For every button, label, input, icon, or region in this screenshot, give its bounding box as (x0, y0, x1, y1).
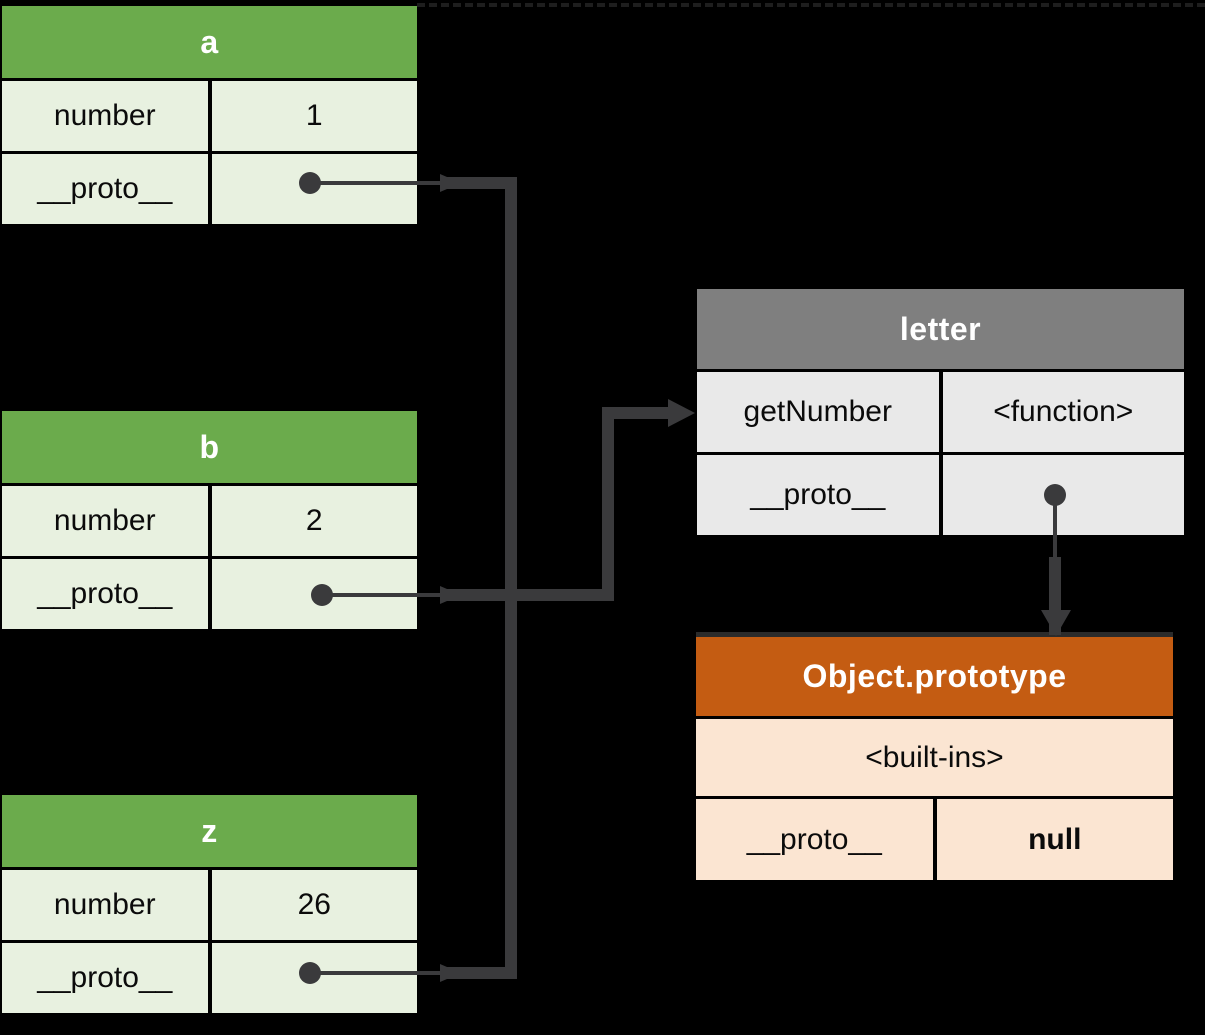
table-z-title: z (2, 795, 417, 867)
arrow-b-proto-line (322, 593, 442, 597)
arrow-to-objproto-arrowhead-icon (1041, 610, 1071, 636)
arrow-b-proto-segment (440, 589, 614, 601)
arrow-letter-proto-line (1053, 495, 1057, 560)
arrow-to-letter-vertical-segment (602, 407, 614, 601)
object-table-letter: letter getNumber <function> __proto__ (697, 289, 1184, 535)
table-objproto-title: Object.prototype (696, 637, 1173, 716)
table-a-number-value: 1 (211, 81, 417, 151)
arrow-a-proto-segment (440, 177, 517, 189)
table-b-title: b (2, 411, 417, 483)
table-b-number-value: 2 (211, 486, 417, 556)
table-a-number-key: number (2, 81, 208, 151)
table-z-number-value: 26 (211, 870, 417, 940)
table-b-proto-key: __proto__ (2, 559, 208, 629)
table-letter-getnumber-value: <function> (942, 372, 1184, 452)
table-letter-getnumber-key: getNumber (697, 372, 939, 452)
object-table-a: a number 1 __proto__ (2, 6, 417, 224)
arrow-to-letter-horizontal-segment (602, 407, 672, 419)
object-table-z: z number 26 __proto__ (2, 795, 417, 1013)
top-dashed-line (417, 3, 1205, 7)
table-b-number-key: number (2, 486, 208, 556)
table-letter-proto-key: __proto__ (697, 455, 939, 535)
arrow-z-proto-line (310, 971, 442, 975)
object-table-b: b number 2 __proto__ (2, 411, 417, 629)
table-a-proto-key: __proto__ (2, 154, 208, 224)
arrow-trunk-segment (505, 177, 517, 979)
arrow-a-proto-line (310, 181, 442, 185)
table-a-title: a (2, 6, 417, 78)
table-letter-title: letter (697, 289, 1184, 369)
table-z-proto-key: __proto__ (2, 943, 208, 1013)
arrow-z-proto-segment (440, 967, 517, 979)
object-table-object-prototype: Object.prototype <built-ins> __proto__ n… (696, 632, 1173, 880)
table-z-number-key: number (2, 870, 208, 940)
table-objproto-builtins-row: <built-ins> (696, 719, 1173, 796)
table-objproto-proto-value: null (936, 799, 1173, 880)
arrow-to-letter-arrowhead-icon (668, 399, 695, 427)
table-objproto-proto-key: __proto__ (696, 799, 933, 880)
